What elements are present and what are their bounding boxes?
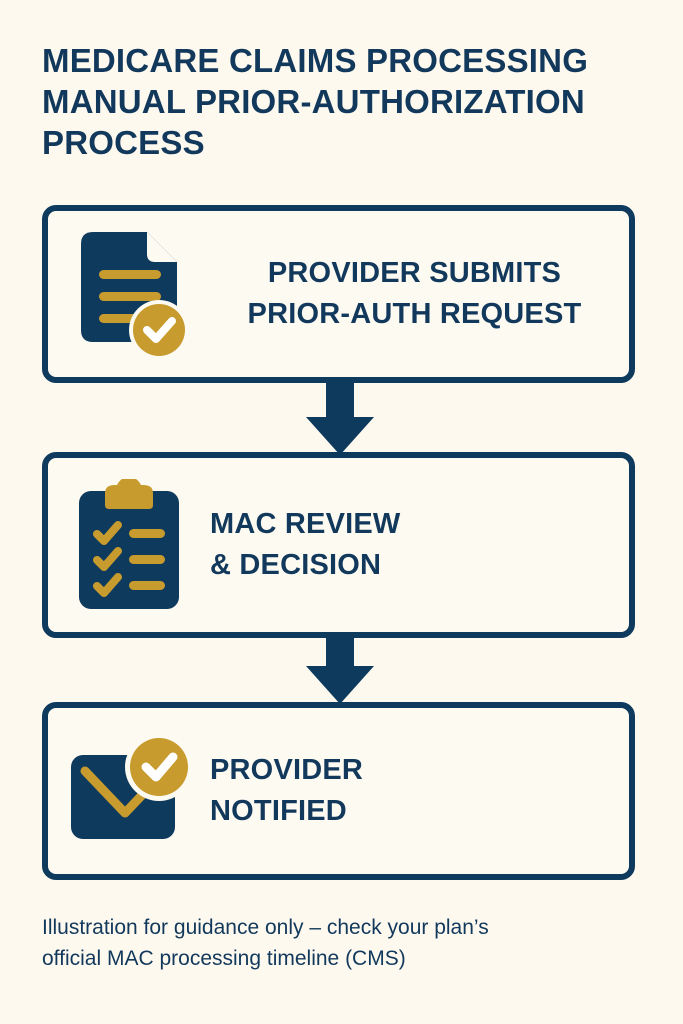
step-label-line-1: MAC REVIEW [210, 508, 401, 540]
arrow-down-icon-step-1-to-2 [304, 383, 376, 455]
step-card-provider-submits: PROVIDER SUBMITS PRIOR-AUTH REQUEST [42, 205, 635, 383]
page-title-line-3: PROCESS [42, 124, 205, 161]
step-label-line-1: PROVIDER SUBMITS [267, 257, 562, 289]
footnote-line-1: Illustration for guidance only – check y… [42, 916, 489, 939]
footnote: Illustration for guidance only – check y… [42, 912, 617, 974]
page-title: MEDICARE CLAIMS PROCESSING MANUAL PRIOR-… [42, 40, 622, 163]
step-card-mac-review: MAC REVIEW & DECISION [42, 452, 635, 638]
step-label-line-2: PRIOR-AUTH REQUEST [247, 298, 582, 330]
step-card-provider-notified: PROVIDER NOTIFIED [42, 702, 635, 880]
step-label-provider-notified: PROVIDER NOTIFIED [210, 750, 363, 832]
step-label-provider-submits: PROVIDER SUBMITS PRIOR-AUTH REQUEST [210, 253, 629, 335]
footnote-line-2: official MAC processing timeline (CMS) [42, 947, 406, 970]
page-title-line-1: MEDICARE CLAIMS PROCESSING [42, 42, 589, 79]
step-label-line-1: PROVIDER [210, 754, 364, 786]
arrow-down-icon-step-2-to-3 [304, 632, 376, 704]
step-label-line-2: NOTIFIED [210, 795, 347, 827]
document-check-icon [48, 230, 210, 358]
envelope-check-icon [48, 735, 210, 847]
step-label-line-2: & DECISION [210, 549, 382, 581]
clipboard-checklist-icon [48, 479, 210, 611]
step-label-mac-review: MAC REVIEW & DECISION [210, 504, 401, 586]
page-title-line-2: MANUAL PRIOR-AUTHORIZATION [42, 83, 585, 120]
